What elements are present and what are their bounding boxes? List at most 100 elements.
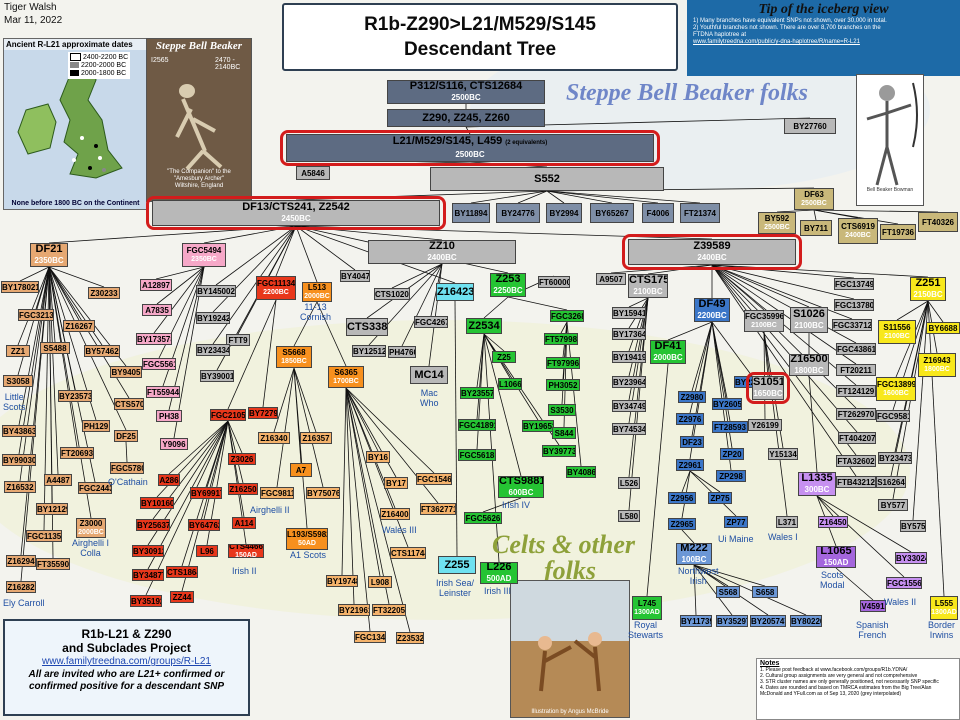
snp-node-by23473: BY23473 [878, 452, 912, 464]
tree-edge [912, 300, 929, 521]
note-line: 4. Dates are rounded and based on TMRCA … [760, 685, 932, 691]
highlight-ring-z39589 [622, 234, 802, 270]
tree-edge [646, 363, 669, 597]
snp-note: (2 equivalents) [505, 140, 548, 146]
project-subtitle: and Subclades Project [62, 641, 191, 655]
snp-name: L96 [200, 546, 214, 556]
snp-date: 2200BC [263, 289, 289, 296]
note-line: 2. Cultural group assignments are very g… [760, 673, 918, 679]
snp-node-ft57998: FT57998 [544, 333, 578, 345]
cluster-label-irish-ii: Irish II [232, 566, 257, 576]
snp-name: S1051 [753, 376, 784, 388]
snp-name: BY43863 [3, 426, 36, 436]
snp-node-by205747: BY205747 [750, 615, 786, 627]
snp-node-z2534: Z2534 [466, 318, 502, 334]
snp-node-by34749: BY34749 [612, 400, 646, 412]
snp-node-l526: L526 [618, 477, 640, 489]
snp-name: FT40326 [921, 217, 955, 227]
snp-name: A7835 [145, 305, 169, 315]
snp-name: BY65267 [595, 208, 629, 218]
snp-date: 2250BC [493, 286, 523, 295]
snp-node-fgc5561: FGC5561 [142, 358, 176, 370]
snp-name: FGC41891 [459, 420, 496, 430]
snp-node-s568: S568 [716, 586, 740, 598]
photo-caption: Wiltshire, England [174, 183, 224, 189]
snp-node-fgc5618: FGC5618 [458, 449, 496, 461]
cluster-label-ui-maine: Ui Maine [718, 534, 754, 544]
snp-node-cts11744: CTS11744 [390, 547, 426, 559]
tree-edge [153, 266, 205, 334]
snp-name: ZP298 [719, 471, 743, 481]
snp-name: S658 [755, 587, 775, 597]
snp-name: BY21961 [339, 605, 370, 615]
snp-node-f4006: F4006 [642, 203, 674, 223]
cluster-label-irish-iv: Irish IV [502, 500, 531, 510]
snp-name: DF41 [654, 340, 682, 352]
project-url-link[interactable]: www.familytreedna.com/groups/R-L21 [42, 656, 211, 667]
snp-node-fgc42672: FGC42672 [414, 316, 448, 328]
snp-node-z2956: Z2956 [668, 492, 696, 504]
page-subtitle: Descendant Tree [403, 39, 557, 60]
snp-name: FGC24434 [79, 483, 111, 493]
snp-name: BY19652 [523, 421, 554, 431]
tree-edge [813, 209, 899, 225]
snp-node-by57462: BY57462 [84, 345, 120, 357]
snp-name: BY711 [803, 223, 829, 233]
snp-node-zp20: ZP20 [720, 448, 744, 460]
tree-edge [147, 420, 229, 570]
snp-node-by30912: BY30912 [132, 545, 164, 557]
snp-node-ft60000: FT60000 [538, 276, 570, 288]
snp-name: PH38 [158, 411, 179, 421]
highlight-ring-df13 [146, 196, 446, 230]
snp-name: BY24776 [501, 208, 535, 218]
cluster-label-scots-modal: Scots Modal [820, 570, 845, 590]
tree-edge [517, 190, 548, 204]
cluster-label-royal-stewarts: Royal Stewarts [628, 620, 664, 640]
snp-name: FT362771 [421, 504, 456, 514]
snp-name: CTS6919 [841, 222, 875, 231]
note-line: McDonald and YFull.com as of Sep 13, 202… [760, 691, 902, 697]
snp-name: BY11739 [681, 616, 712, 626]
snp-name: S844 [554, 428, 574, 438]
snp-node-a12897: A12897 [140, 279, 172, 291]
snp-name: CTS11744 [391, 548, 426, 558]
snp-node-fgc21059: FGC21059 [210, 409, 246, 421]
photo-right-tag: 2470 - 2140BC [215, 57, 241, 71]
tip-link[interactable]: www.familytreedna.com/public/y-dna-haplo… [693, 39, 860, 45]
bowman-caption: Bell Beaker Bowman [866, 187, 914, 193]
snp-date: 1700BC [333, 378, 359, 385]
snp-date: 2400BC [697, 253, 727, 262]
tree-edge [566, 321, 582, 467]
tree-edge [428, 263, 443, 367]
british-isles-map [17, 59, 123, 179]
snp-date: 2000BC [653, 353, 683, 362]
legend-entry: 2400-2200 BC [83, 53, 129, 61]
snp-node-z2961: Z2961 [676, 459, 704, 471]
snp-date: 500AD [486, 574, 512, 583]
tree-edge [507, 296, 568, 311]
tree-edge [293, 367, 324, 488]
snp-date: 2000BC [304, 293, 330, 300]
snp-name: BY25637 [137, 520, 170, 530]
snp-name: BY34749 [613, 401, 646, 411]
snp-name: BY75076 [307, 488, 340, 498]
tip-line: FTDNA haplotree at [693, 32, 747, 38]
snp-name: BY16 [367, 452, 388, 462]
snp-node-z23532: Z23532 [396, 632, 424, 644]
snp-name: FT124129 [837, 386, 875, 396]
snp-name: ZP75 [710, 493, 730, 503]
snp-name: FT60000 [539, 277, 570, 287]
snp-node-v4591: V4591 [860, 600, 886, 612]
snp-node-by2605: BY2605 [712, 398, 742, 410]
snp-name: FGC13899 [877, 380, 916, 389]
snp-name: BY23557 [461, 388, 494, 398]
snp-name: BY19748 [327, 576, 358, 586]
snp-node-by35297: BY35297 [716, 615, 748, 627]
snp-date: 1800BC [794, 366, 824, 375]
tree-edge [483, 333, 505, 352]
